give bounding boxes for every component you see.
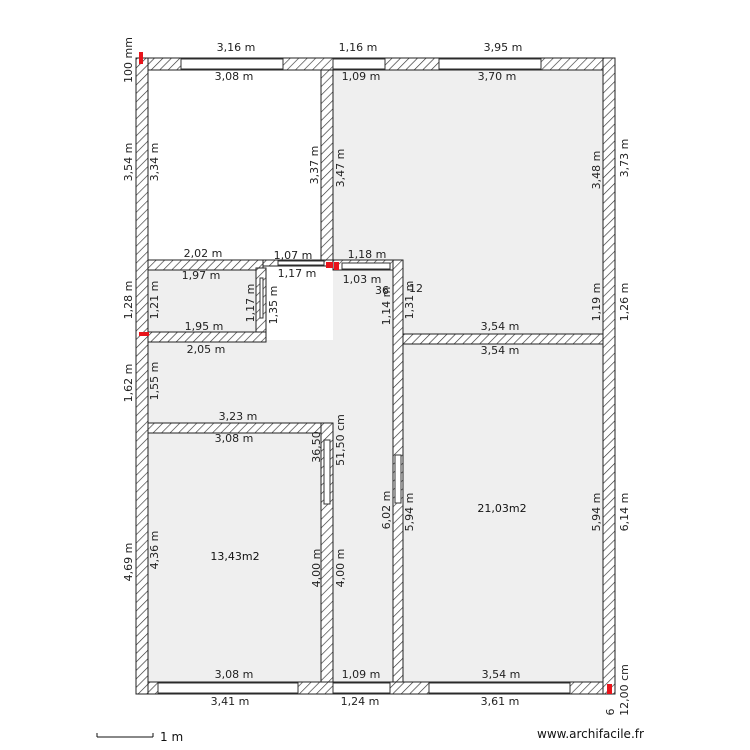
dim-bedroom-door-2: 51,50 cm (334, 414, 347, 466)
scale-bar (96, 733, 154, 738)
dim-top-outer-mid: 1,16 m (339, 41, 378, 54)
dim-left-inner-2: 1,21 m (148, 281, 161, 320)
dim-bedroom-top-inner: 3,08 m (215, 432, 254, 445)
room-right-large (403, 344, 603, 682)
window-top-left (180, 58, 284, 70)
scale-label: 1 m (160, 730, 183, 744)
dim-left-inner-4: 4,36 m (148, 531, 161, 570)
door-bedroom (323, 439, 331, 505)
dim-right-inner-3: 5,94 m (590, 493, 603, 532)
dim-top-outer-left: 3,16 m (217, 41, 256, 54)
dim-wc-bottom-inner: 1,95 m (185, 320, 224, 333)
dim-wc-bottom-outer: 2,05 m (187, 343, 226, 356)
room-top-right (333, 70, 603, 260)
dim-right-outer-2: 1,26 m (618, 283, 631, 322)
dim-corridor-right: 5,94 m (403, 493, 416, 532)
door-bottom-mid (332, 682, 391, 694)
dim-wc-right-outer: 1,35 m (267, 286, 280, 325)
dim-room1-right-outer: 3,37 m (308, 146, 321, 185)
dim-hall-top-outer: 1,18 m (348, 248, 387, 261)
wall-room1-right (320, 69, 334, 261)
dim-top-inner-left: 3,08 m (215, 70, 254, 83)
dim-right-inner-1: 3,48 m (590, 151, 603, 190)
dim-wc-top-inner: 1,97 m (182, 269, 221, 282)
dim-corridor-left: 6,02 m (380, 491, 393, 530)
red-marker-hall (334, 262, 339, 270)
red-marker-top-left (139, 52, 143, 64)
dim-hall-overlap-2: 12 (409, 282, 423, 295)
dim-right-inner-2: 1,19 m (590, 283, 603, 322)
dim-bedroom-right-outer: 4,00 m (334, 549, 347, 588)
dim-left-outer-top: 100 mm (122, 37, 135, 83)
red-marker-passage (326, 262, 333, 268)
wall-left (135, 57, 149, 695)
dim-passage-bottom: 1,17 m (278, 267, 317, 280)
dim-right-mid-wall-bottom: 3,54 m (481, 344, 520, 357)
dim-bottom-inner-right: 3,54 m (482, 668, 521, 681)
wall-right-mid (402, 333, 604, 345)
dim-top-inner-mid: 1,09 m (342, 70, 381, 83)
dim-right-outer-bottom-2: 6 (604, 709, 617, 716)
dim-right-outer-1: 3,73 m (618, 139, 631, 178)
dim-bottom-inner-left: 3,08 m (215, 668, 254, 681)
dim-left-outer-4: 4,69 m (122, 543, 135, 582)
window-bottom-right (428, 682, 571, 694)
dim-right-mid-wall-top: 3,54 m (481, 320, 520, 333)
window-bottom-left (157, 682, 299, 694)
dim-left-outer-1: 3,54 m (122, 143, 135, 182)
room-bedroom (148, 432, 321, 682)
window-top-mid (332, 58, 386, 70)
dim-bedroom-right-inner: 4,00 m (310, 549, 323, 588)
area-bedroom: 13,43m2 (210, 550, 259, 563)
door-right-room (394, 454, 402, 504)
dim-bottom-outer-mid: 1,24 m (341, 695, 380, 708)
dim-hall-left-wall: 1,14 m (380, 287, 393, 326)
dim-right-outer-3: 6,14 m (618, 493, 631, 532)
dim-wc-right-inner: 1,17 m (244, 284, 257, 323)
dim-left-inner-1: 3,34 m (148, 143, 161, 182)
wall-wc-bottom (147, 331, 267, 343)
dim-hall-right-wall: 1,31 m (403, 281, 416, 320)
dim-hall-top-inner: 1,03 m (343, 273, 382, 286)
area-right-room: 21,03m2 (477, 502, 526, 515)
dim-bottom-outer-left: 3,41 m (211, 695, 250, 708)
wall-right (602, 57, 616, 695)
dim-left-outer-3: 1,62 m (122, 364, 135, 403)
dim-bottom-inner-mid: 1,09 m (342, 668, 381, 681)
window-top-right (438, 58, 542, 70)
dim-room1-right-inner: 3,47 m (334, 149, 347, 188)
red-marker-bottom-right (607, 684, 612, 694)
dim-bottom-outer-right: 3,61 m (481, 695, 520, 708)
room-wc (148, 270, 256, 332)
dim-hall-overlap: 36 (375, 284, 389, 297)
room-top-left (148, 70, 321, 260)
dim-right-outer-bottom: 12,00 cm (618, 664, 631, 716)
dim-bedroom-door: 36,50 (310, 431, 323, 463)
dim-bedroom-top-outer: 3,23 m (219, 410, 258, 423)
door-wc (259, 277, 264, 319)
door-hall (341, 262, 391, 270)
dim-top-inner-right: 3,70 m (478, 70, 517, 83)
credit-text: www.archifacile.fr (537, 727, 644, 741)
dim-left-inner-3: 1,55 m (148, 362, 161, 401)
corridor (333, 270, 393, 682)
dim-wc-top-outer: 2,02 m (184, 247, 223, 260)
dim-top-outer-right: 3,95 m (484, 41, 523, 54)
red-marker-left (139, 332, 149, 336)
dim-left-outer-2: 1,28 m (122, 281, 135, 320)
dim-passage-top: 1,07 m (274, 249, 313, 262)
door-passage (277, 260, 325, 266)
